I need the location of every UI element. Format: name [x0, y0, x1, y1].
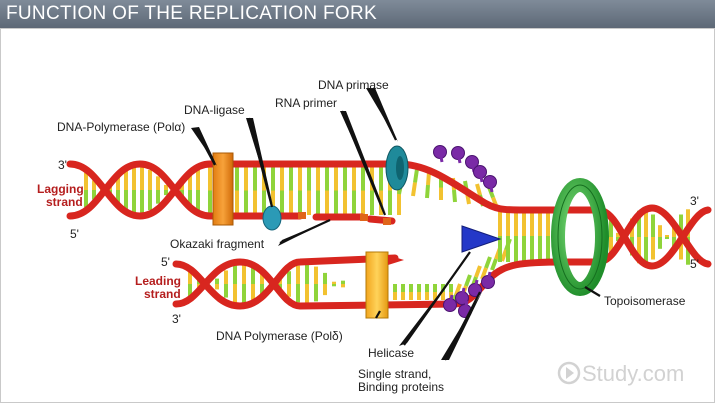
label-dna-primase: DNA primase: [318, 78, 389, 92]
lagging-backbone-bottom: [66, 160, 214, 220]
ssb-protein-stalk: [463, 300, 469, 312]
label-helicase: Helicase: [368, 346, 414, 360]
right-backbone-bottom: [561, 204, 712, 268]
label-okazaki-fragment: Okazaki fragment: [170, 237, 265, 251]
dna-primase-icon: [385, 145, 409, 191]
label-dna-polymerase-alpha: DNA-Polymerase (Polα): [57, 120, 185, 134]
base-pair: [426, 171, 431, 186]
base-pair: [484, 256, 492, 269]
base-pair: [452, 189, 457, 203]
base-pair: [474, 265, 482, 278]
lagging-backbone-top: [66, 160, 214, 220]
base-pair: [480, 267, 488, 280]
page-title: FUNCTION OF THE REPLICATION FORK: [6, 3, 377, 24]
dna-polymerase-alpha-icon: [212, 152, 234, 226]
single-strand-binding-proteins: [433, 145, 497, 318]
label-leading-3prime: 3': [172, 312, 181, 326]
label-dna-ligase: DNA-ligase: [184, 103, 245, 117]
dna-ligase-icon: [262, 205, 282, 231]
studycom-watermark: Study.com: [557, 361, 684, 386]
ssb-protein-stalk: [478, 171, 484, 183]
watermark-text: Study.com: [582, 361, 684, 386]
label-topoisomerase: Topoisomerase: [604, 294, 686, 308]
ssb-protein-stalk: [438, 151, 444, 163]
base-pair: [464, 274, 472, 287]
ssb-protein-stalk: [488, 181, 494, 193]
label-lagging-strand-1: Lagging: [37, 182, 84, 196]
ssb-protein-stalk: [473, 279, 479, 291]
base-pair: [454, 283, 462, 296]
title-bar: FUNCTION OF THE REPLICATION FORK: [0, 0, 715, 28]
right-backbone-top: [561, 206, 712, 270]
base-pair: [500, 249, 508, 262]
ssb-protein-stalk: [460, 287, 466, 299]
label-right-5prime: 5': [690, 257, 699, 271]
dna-polymerase-delta-icon: [365, 251, 404, 319]
label-lagging-5prime: 5': [70, 227, 79, 241]
topoisomerase-icon: [551, 178, 609, 296]
ssb-protein-stalk: [456, 152, 462, 164]
base-pair: [490, 258, 498, 271]
leading-backbone-template: [172, 258, 569, 310]
rna-primer-icons: [298, 212, 391, 225]
base-pair: [475, 183, 482, 196]
helicase-icon: [461, 225, 502, 253]
label-leading-strand-1: Leading: [135, 274, 181, 288]
base-pair: [413, 168, 419, 183]
label-lagging-3prime: 3': [58, 158, 67, 172]
label-leading-strand-2: strand: [144, 287, 181, 301]
label-lagging-strand-2: strand: [46, 195, 83, 209]
pointer-wedges: [191, 88, 482, 360]
base-pair: [425, 184, 430, 199]
label-rna-primer: RNA primer: [275, 96, 337, 110]
label-ssb-2: Binding proteins: [358, 380, 444, 394]
label-leading-5prime: 5': [161, 255, 170, 269]
parental-backbone-top: [206, 160, 569, 214]
leading-backbone-new: [172, 254, 399, 310]
label-right-3prime: 3': [690, 194, 699, 208]
ssb-protein-stalk: [486, 271, 492, 283]
label-ssb-1: Single strand,: [358, 367, 431, 381]
ssb-protein-stalk: [448, 294, 454, 306]
base-pair: [411, 182, 417, 197]
label-dna-polymerase-delta: DNA Polymerase (Polδ): [216, 329, 343, 343]
